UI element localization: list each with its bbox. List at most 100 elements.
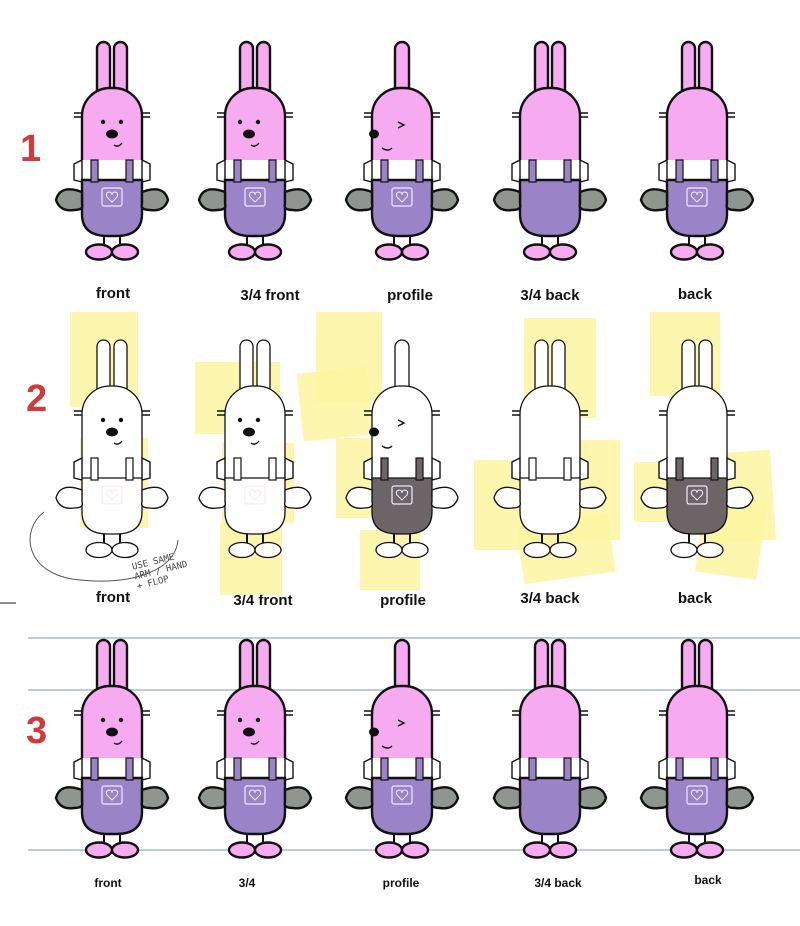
nose <box>106 427 118 437</box>
strap-right <box>268 757 277 781</box>
hand-left <box>345 486 373 509</box>
row3-label-3-4: 3/4 <box>238 876 256 890</box>
strap-left <box>233 159 242 183</box>
strap-right <box>125 757 134 781</box>
row1-label-3-4-front: 3/4 front <box>240 287 300 304</box>
hand-right <box>725 786 755 810</box>
strap-left <box>380 159 389 183</box>
hand-left <box>493 486 521 509</box>
hand-left <box>344 786 374 810</box>
hand-left <box>54 188 84 212</box>
strap-right <box>415 159 424 183</box>
hand-left <box>55 486 83 509</box>
nose <box>243 427 255 437</box>
hand-right <box>284 486 312 509</box>
foot-left <box>522 243 552 261</box>
overalls <box>666 477 728 535</box>
whiskers <box>659 410 735 416</box>
mouth <box>113 142 123 147</box>
heart-pocket <box>101 485 123 505</box>
overalls <box>665 178 729 238</box>
bunny-profile-row3 <box>344 638 460 859</box>
foot-left <box>670 541 698 559</box>
strap-left <box>233 457 242 481</box>
eye-left <box>237 417 243 423</box>
hand-right <box>578 786 608 810</box>
foot-left <box>228 541 256 559</box>
overalls <box>518 776 582 836</box>
nose <box>243 727 255 737</box>
hand-right <box>578 188 608 212</box>
eye-right <box>255 119 261 125</box>
heart-icon <box>690 191 704 203</box>
row3-label-back: back <box>694 873 722 887</box>
foot-right <box>400 841 430 859</box>
strap-right <box>268 159 277 183</box>
eye-left <box>100 119 106 125</box>
row1-label-front: front <box>95 285 131 302</box>
overalls <box>81 477 143 535</box>
foot-right <box>695 243 725 261</box>
heart-icon <box>105 191 119 203</box>
strap-left <box>90 457 99 481</box>
foot-left <box>374 243 404 261</box>
mouth <box>381 745 393 749</box>
strap-left <box>675 457 684 481</box>
sticky-note <box>296 366 374 442</box>
hand-left <box>197 786 227 810</box>
whiskers <box>364 710 440 716</box>
strap-right <box>125 159 134 183</box>
bunny-back-row1 <box>639 40 755 261</box>
hand-right <box>579 486 607 509</box>
hand-right <box>141 486 169 509</box>
row-number-1: 1 <box>20 128 42 170</box>
hand-right <box>140 786 170 810</box>
foot-left <box>84 841 114 859</box>
strap-left <box>380 757 389 781</box>
hand-right <box>430 188 460 212</box>
bunny-three-quarter-front-row1 <box>197 40 313 261</box>
foot-right <box>111 541 139 559</box>
hand-left <box>640 486 668 509</box>
overalls <box>370 776 434 836</box>
heart-icon <box>105 489 119 501</box>
heart-icon <box>248 191 262 203</box>
row3-label-profile: profile <box>382 876 420 890</box>
strap-left <box>528 457 537 481</box>
nose <box>243 129 255 139</box>
bunny-profile-row1 <box>344 40 460 261</box>
row3-label-front: front <box>94 876 122 890</box>
foot-right <box>254 541 282 559</box>
row2-label-profile: profile <box>380 592 426 609</box>
row3-label-3-4-back: 3/4 back <box>534 876 582 890</box>
eye-left <box>237 119 243 125</box>
heart-icon <box>690 489 704 501</box>
strap-left <box>90 159 99 183</box>
hand-left <box>197 188 227 212</box>
heart-pocket <box>391 785 413 805</box>
heart-icon <box>395 489 409 501</box>
whiskers <box>659 710 735 716</box>
bunny-three-quarter-front-row2 <box>198 339 312 559</box>
foot-right <box>110 841 140 859</box>
overalls <box>519 477 581 535</box>
whiskers <box>512 410 588 416</box>
overalls <box>370 178 434 238</box>
heart-icon <box>248 489 262 501</box>
row2-label-back: back <box>677 590 713 607</box>
hand-left <box>492 188 522 212</box>
overalls <box>224 477 286 535</box>
whiskers <box>74 710 150 716</box>
eye-left <box>100 417 106 423</box>
strap-right <box>710 457 719 481</box>
eye-right <box>118 417 124 423</box>
hand-left <box>639 786 669 810</box>
strap-left <box>90 757 99 781</box>
row2-label-3-4-back: 3/4 back <box>520 590 580 607</box>
hand-right <box>283 786 313 810</box>
whiskers <box>512 112 588 118</box>
strap-left <box>233 757 242 781</box>
strap-right <box>268 457 277 481</box>
hand-left <box>198 486 226 509</box>
